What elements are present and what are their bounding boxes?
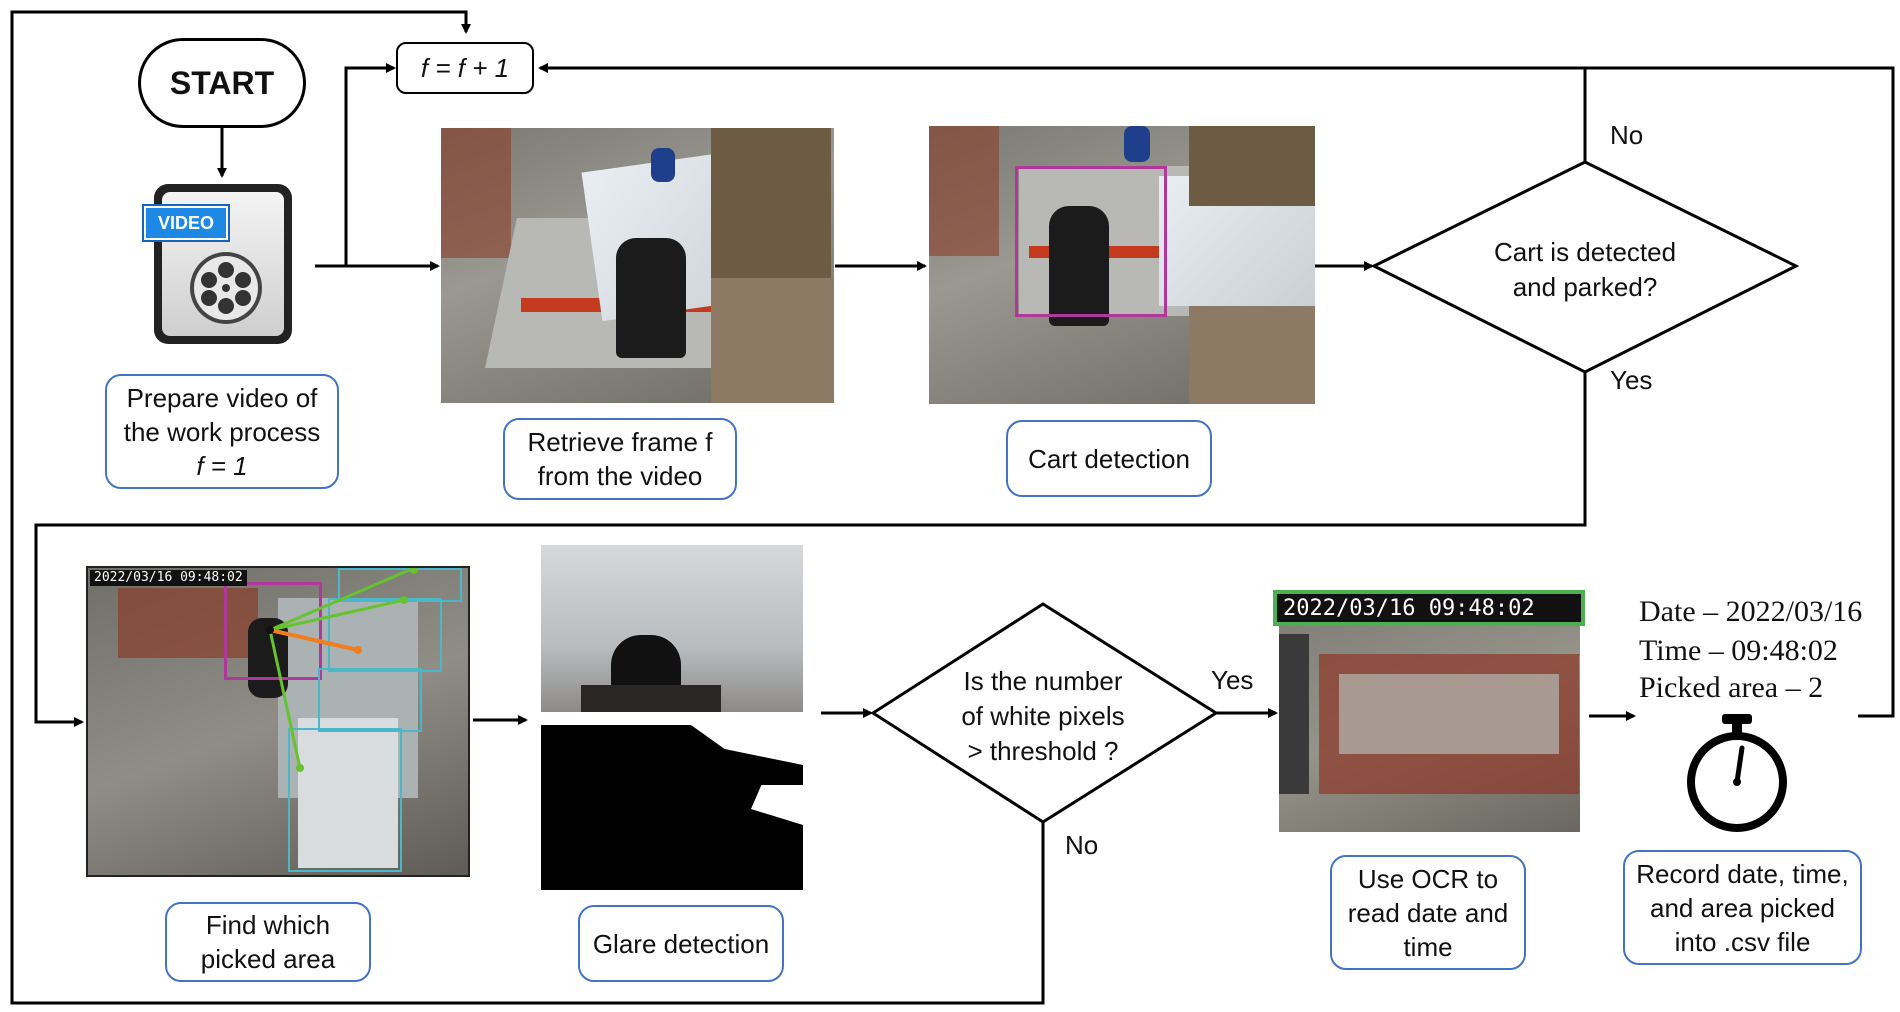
- video-timestamp: 2022/03/16 09:48:02: [90, 570, 247, 586]
- stopwatch-icon: [1687, 714, 1787, 832]
- find-area-label: Find which picked area: [165, 902, 371, 982]
- film-reel-icon: [190, 252, 262, 324]
- increment-box: f = f + 1: [396, 42, 534, 94]
- video-badge: VIDEO: [144, 206, 228, 240]
- record-output-time: Time – 09:48:02: [1639, 634, 1838, 667]
- arrow-loop-to-increment: [344, 63, 396, 266]
- decision-pixels-diamond: [870, 602, 1219, 824]
- record-csv-label: Record date, time, and area picked into …: [1623, 850, 1862, 965]
- cart-detection-label: Cart detection: [1006, 420, 1212, 497]
- start-label: START: [169, 64, 275, 101]
- cart-yes-label: Yes: [1610, 365, 1653, 395]
- decision-cart-diamond: [1370, 160, 1800, 374]
- start-terminal: START: [138, 38, 306, 128]
- ocr-timestamp-box: 2022/03/16 09:48:02: [1273, 590, 1585, 626]
- glare-mask-image: [541, 725, 803, 890]
- area-box-3: [318, 668, 422, 732]
- pixels-yes-label: Yes: [1211, 665, 1254, 695]
- arrow-cart-yes-to-row2: [34, 372, 1587, 727]
- increment-equation: f = f + 1: [420, 52, 510, 83]
- area-box-2: [328, 598, 442, 672]
- cart-bounding-box: [1015, 166, 1167, 317]
- pixels-no-label: No: [1065, 830, 1099, 860]
- cart-decision-text: Cart is detected and parked?: [1493, 237, 1677, 302]
- cart-no-label: No: [1610, 120, 1644, 150]
- cart-bounding-box: [224, 582, 322, 680]
- area-finder-photo: 2022/03/16 09:48:02: [86, 566, 470, 877]
- glare-detection-label: Glare detection: [578, 905, 784, 982]
- record-output-date: Date – 2022/03/16: [1639, 595, 1863, 628]
- ocr-label: Use OCR to read date and time: [1330, 855, 1526, 970]
- cart-detection-photo: [929, 126, 1315, 404]
- record-output-area: Picked area – 2: [1639, 671, 1824, 704]
- matching-lines: [266, 568, 418, 772]
- arrow-record-back-to-increment: [538, 63, 1895, 718]
- area-box-4: [288, 728, 402, 872]
- frame-photo: [441, 128, 834, 403]
- glare-crop-photo: [541, 545, 803, 712]
- video-file-icon: VIDEO: [144, 184, 294, 346]
- prepare-video-label: Prepare video of the work process f = 1: [105, 374, 339, 489]
- retrieve-frame-label: Retrieve frame f from the video: [503, 418, 737, 500]
- arrow-no-loop-outer: [10, 10, 1045, 1005]
- ocr-frame-photo: [1279, 594, 1580, 832]
- pixels-decision-text: Is the number of white pixels > threshol…: [961, 666, 1125, 766]
